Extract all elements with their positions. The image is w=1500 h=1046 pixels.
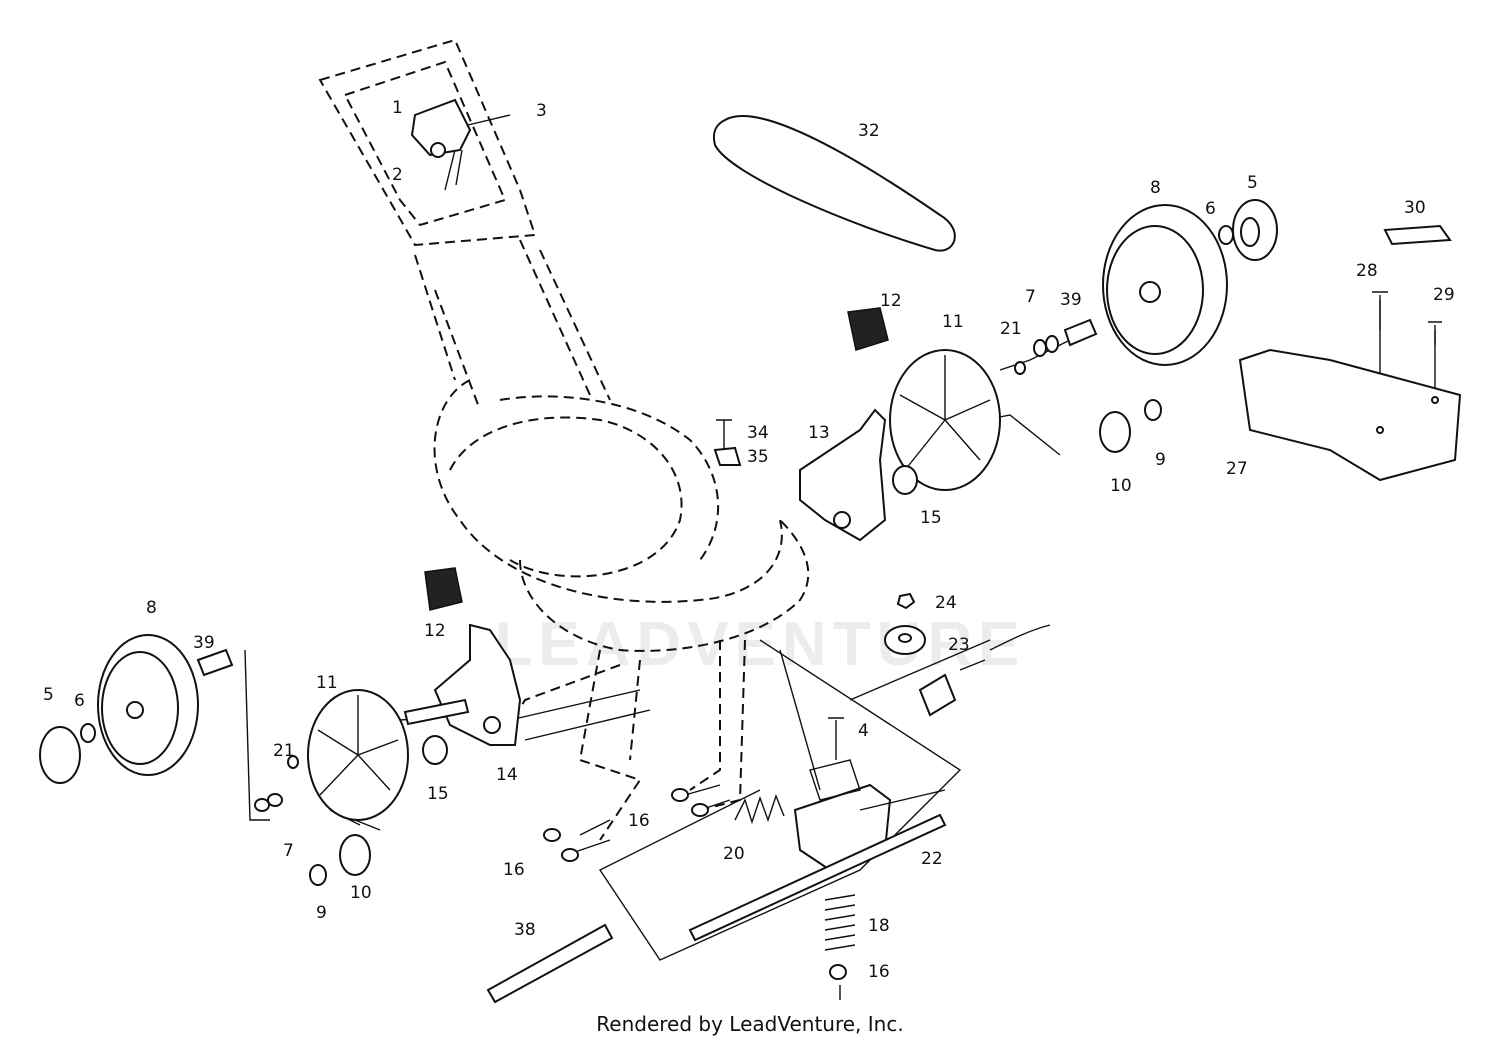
part-number-9: 9 xyxy=(316,903,327,923)
part-number-16: 16 xyxy=(628,811,650,831)
part-number-15: 15 xyxy=(920,508,942,528)
part-number-16: 16 xyxy=(503,860,525,880)
part-number-27: 27 xyxy=(1226,459,1248,479)
part-number-4: 4 xyxy=(858,721,869,741)
part-number-9: 9 xyxy=(1155,450,1166,470)
part-number-32: 32 xyxy=(858,121,880,141)
part-number-39: 39 xyxy=(193,633,215,653)
part-number-6: 6 xyxy=(74,691,85,711)
part-number-20: 20 xyxy=(723,844,745,864)
part-number-5: 5 xyxy=(1247,173,1258,193)
part-number-21: 21 xyxy=(1000,319,1022,339)
part-number-14: 14 xyxy=(496,765,518,785)
part-number-8: 8 xyxy=(1150,178,1161,198)
part-number-8: 8 xyxy=(146,598,157,618)
part-number-18: 18 xyxy=(868,916,890,936)
part-number-22: 22 xyxy=(921,849,943,869)
part-number-11: 11 xyxy=(316,673,338,693)
part-number-13: 13 xyxy=(808,423,830,443)
caption: Rendered by LeadVenture, Inc. xyxy=(596,1012,904,1036)
part-number-10: 10 xyxy=(1110,476,1132,496)
part-number-7: 7 xyxy=(1025,287,1036,307)
part-number-12: 12 xyxy=(424,621,446,641)
handle-and-deck-outline xyxy=(318,38,810,841)
part-number-29: 29 xyxy=(1433,285,1455,305)
part-number-34: 34 xyxy=(747,423,769,443)
part-shapes xyxy=(39,98,1462,1004)
part-number-3: 3 xyxy=(536,101,547,121)
part-number-16: 16 xyxy=(868,962,890,982)
part-number-2: 2 xyxy=(392,165,403,185)
part-number-23: 23 xyxy=(948,635,970,655)
part-number-11: 11 xyxy=(942,312,964,332)
watermark-text: LEADVENTURE xyxy=(494,610,1025,679)
part-number-15: 15 xyxy=(427,784,449,804)
part-number-10: 10 xyxy=(350,883,372,903)
part-number-21: 21 xyxy=(273,741,295,761)
part-number-30: 30 xyxy=(1404,198,1426,218)
part-number-38: 38 xyxy=(514,920,536,940)
part-number-5: 5 xyxy=(43,685,54,705)
part-number-39: 39 xyxy=(1060,290,1082,310)
part-number-7: 7 xyxy=(283,841,294,861)
part-number-28: 28 xyxy=(1356,261,1378,281)
part-number-35: 35 xyxy=(747,447,769,467)
part-number-24: 24 xyxy=(935,593,957,613)
part-labels: 1 2 3 32 8 5 6 30 28 29 7 39 12 11 21 27… xyxy=(43,98,1455,982)
part-number-12: 12 xyxy=(880,291,902,311)
part-number-6: 6 xyxy=(1205,199,1216,219)
part-number-1: 1 xyxy=(392,98,403,118)
